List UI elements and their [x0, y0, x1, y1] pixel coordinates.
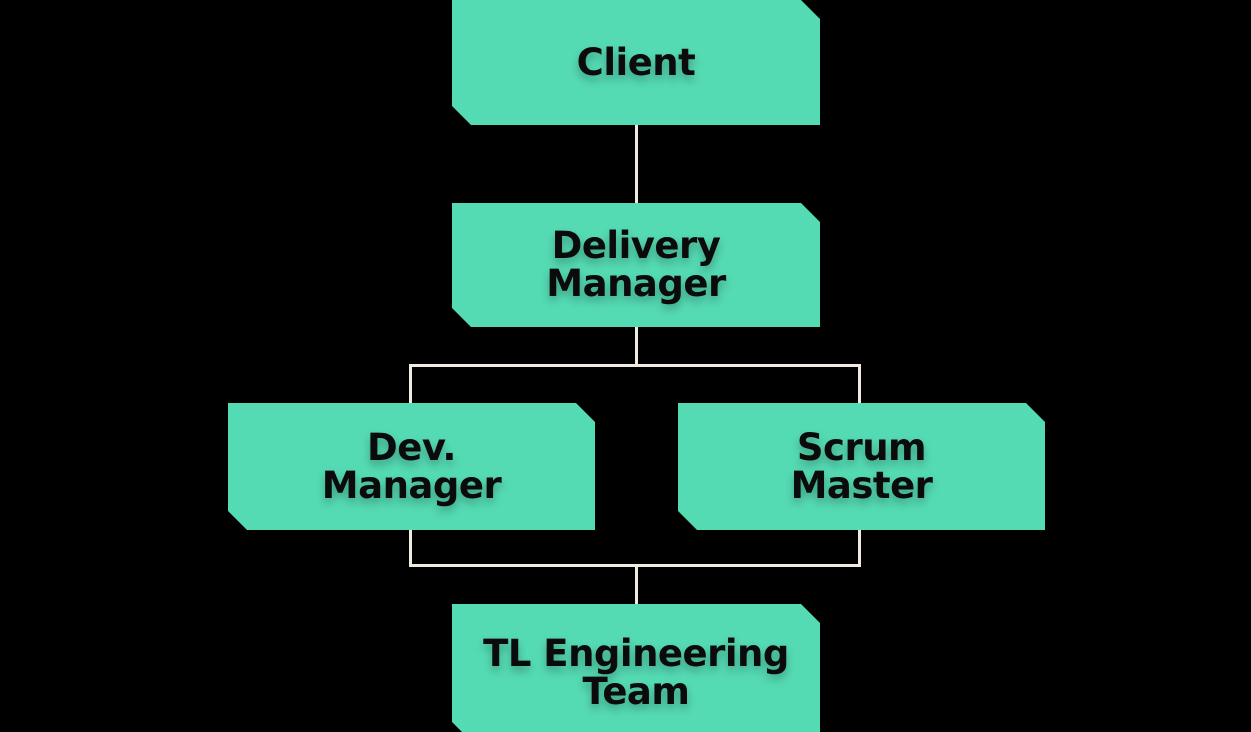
node-scrum-master-label-line2: Master — [790, 463, 933, 507]
node-dev-manager-label-line1: Dev. — [367, 425, 456, 469]
connector-client-to-delivery-manager — [635, 125, 638, 204]
node-delivery-manager: Delivery Manager — [452, 203, 820, 327]
node-delivery-manager-label-line1: Delivery — [551, 224, 721, 267]
node-scrum-master-label-line1: Scrum — [796, 425, 927, 469]
node-client-label: Client — [576, 40, 696, 84]
node-tl-engineering-team-label-line1: TL Engineering — [483, 631, 789, 675]
connector-delivery-manager-to-branch — [635, 327, 638, 367]
connector-branch-to-tl-team — [635, 564, 638, 605]
node-tl-engineering-team: TL Engineering Team — [452, 604, 820, 732]
node-dev-manager-label-line2: Manager — [321, 463, 502, 507]
node-scrum-master: Scrum Master — [678, 403, 1045, 530]
node-dev-manager: Dev. Manager — [228, 403, 595, 530]
node-client: Client — [452, 0, 820, 125]
node-tl-engineering-team-label-line2: Team — [582, 669, 690, 713]
node-delivery-manager-label-line2: Manager — [546, 262, 726, 305]
